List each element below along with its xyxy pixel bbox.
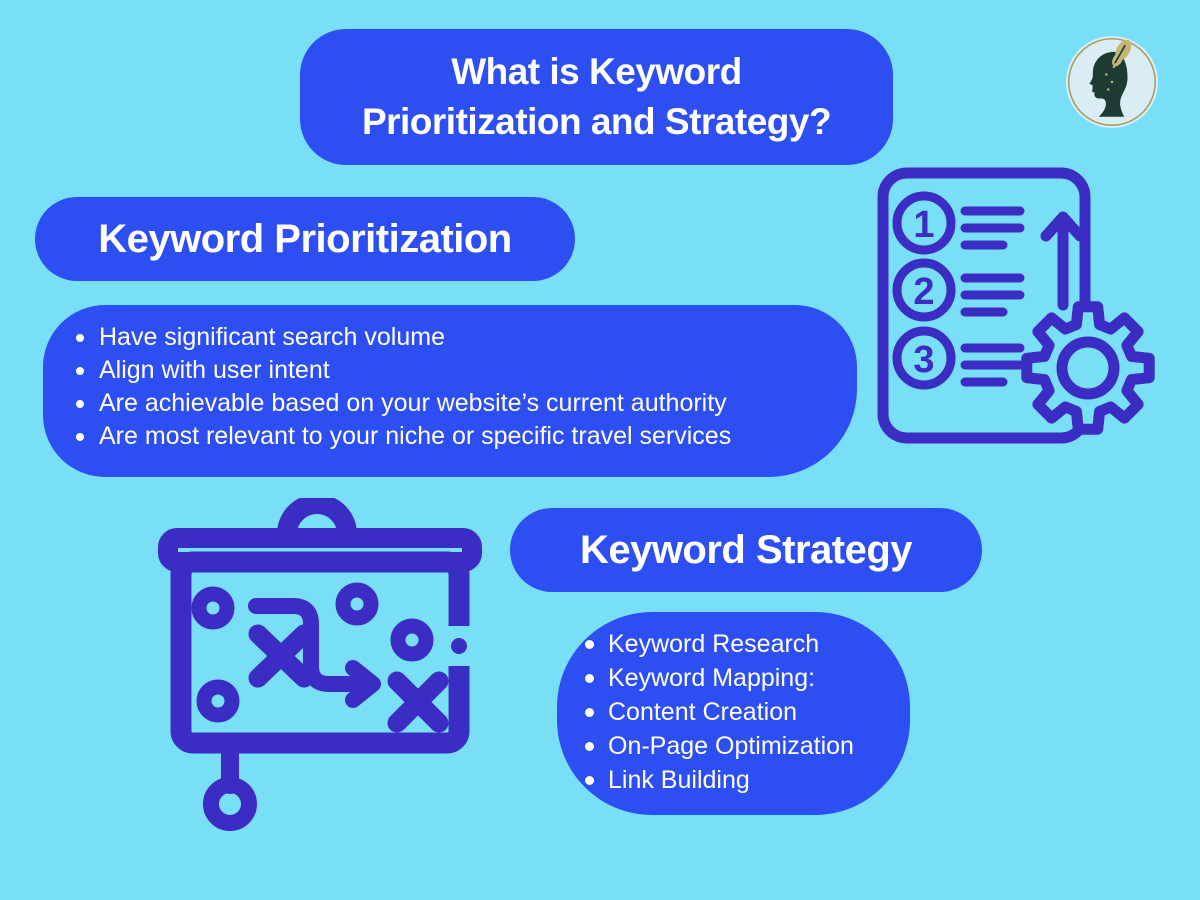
strategy-bullet-list: Keyword Research Keyword Mapping: Conten… [585,627,896,797]
bullet-dot-icon [76,399,84,408]
number-1: 1 [913,204,934,246]
priority-list-gear-svg: 1 2 3 [877,167,1155,444]
bullet-dot-icon [76,366,84,375]
priority-list-gear-icon: 1 2 3 [870,155,1160,450]
bullet-text: Link Building [608,765,750,794]
strategy-heading: Keyword Strategy [579,527,913,572]
bullet-dot-icon [585,707,594,717]
bullet-text: Have significant search volume [99,323,445,351]
bullet-dot-icon [76,333,84,342]
title-banner: What is Keyword Prioritization and Strat… [300,29,893,165]
title-line-2: Prioritization and Strategy? [361,101,832,142]
gear-icon [1021,301,1155,435]
prioritization-bullets-box: Have significant search volume Align wit… [43,305,857,477]
strategy-board-svg [158,498,482,831]
bullet-dot-icon [585,741,594,751]
bullet-dot-icon [585,775,594,785]
bullet-text: Content Creation [608,697,798,726]
list-item: Keyword Mapping: [585,661,896,695]
bullet-dot-icon [585,639,594,649]
bullet-text: Align with user intent [99,356,330,384]
prioritization-heading-pill: Keyword Prioritization [35,197,575,281]
list-item: Align with user intent [76,354,827,387]
butterfly [1112,39,1132,67]
bullet-text: On-Page Optimization [608,731,854,760]
list-item: Content Creation [585,695,896,729]
woman-butterfly-logo [1065,35,1159,129]
bullet-text: Are achievable based on your website’s c… [99,389,727,417]
strategy-heading-pill: Keyword Strategy [510,508,982,592]
strategy-bullets-box: Keyword Research Keyword Mapping: Conten… [557,612,910,815]
prioritization-heading: Keyword Prioritization [98,216,512,261]
list-item: Keyword Research [585,627,896,661]
bullet-text: Are most relevant to your niche or speci… [99,422,732,450]
list-item: Are most relevant to your niche or speci… [76,420,827,453]
bullet-text: Keyword Research [608,629,820,658]
title-line-1: What is Keyword [451,51,742,92]
list-item: On-Page Optimization [585,729,896,763]
list-item: Are achievable based on your website’s c… [76,387,827,420]
list-item: Link Building [585,763,896,797]
strategy-board-icon [150,498,490,838]
logo-icon [1065,35,1159,129]
bullet-text: Keyword Mapping: [608,663,816,692]
number-3: 3 [913,339,934,381]
number-2: 2 [913,271,934,313]
bullet-dot-icon [76,432,84,441]
list-item: Have significant search volume [76,321,827,354]
prioritization-bullet-list: Have significant search volume Align wit… [76,321,827,453]
bullet-dot-icon [585,673,594,683]
